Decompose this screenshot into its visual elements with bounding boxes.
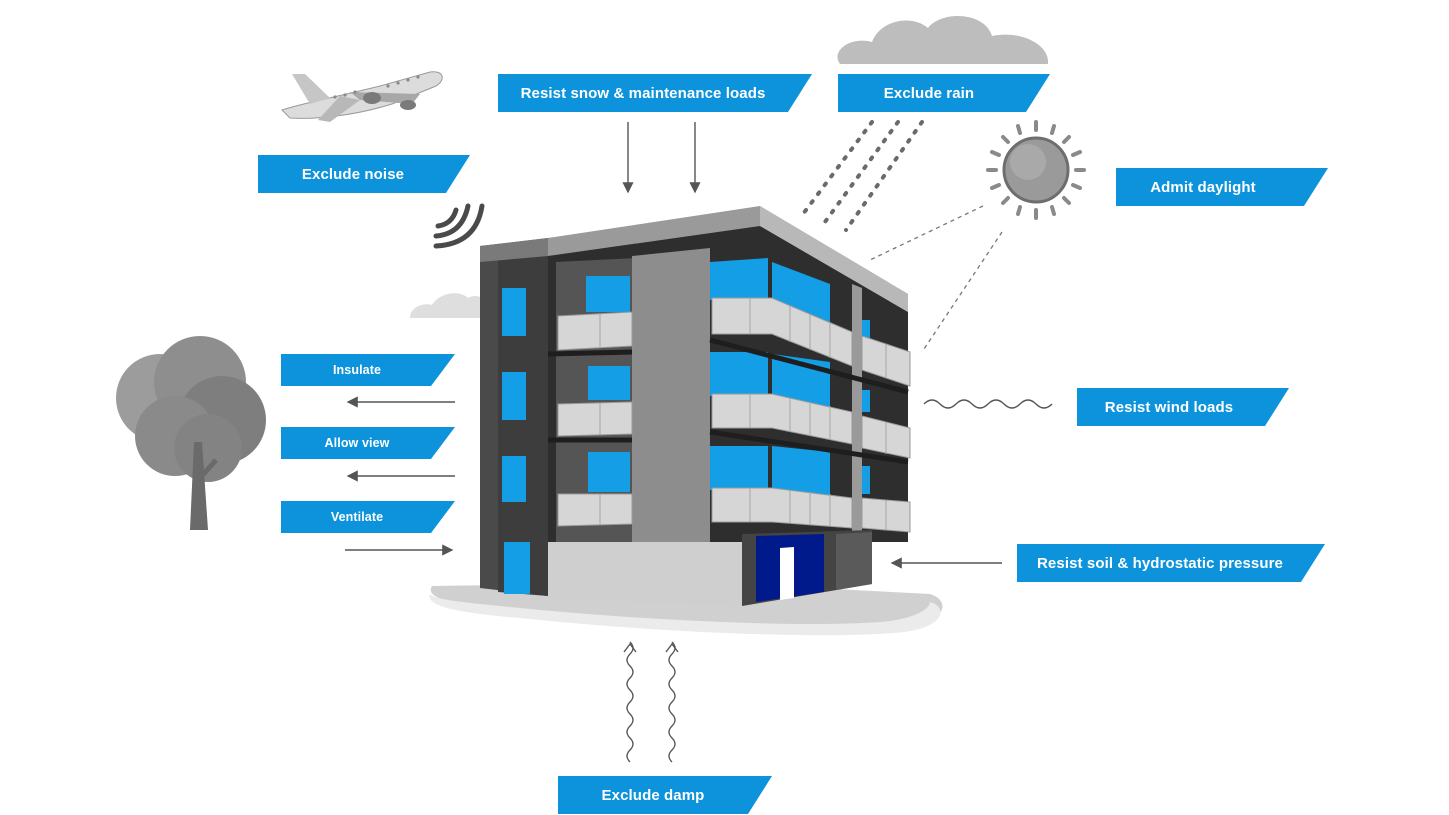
label-soil-pressure: Resist soil & hydrostatic pressure bbox=[1017, 544, 1325, 582]
wind-wave-icon bbox=[923, 399, 1053, 409]
label-insulate: Insulate bbox=[281, 354, 455, 386]
left-arrows bbox=[345, 396, 455, 556]
daylight-rays bbox=[869, 205, 1003, 353]
snow-load-arrows bbox=[622, 122, 701, 194]
label-snow-loads: Resist snow & maintenance loads bbox=[498, 74, 812, 112]
label-exclude-damp: Exclude damp bbox=[558, 776, 772, 814]
sun-icon bbox=[986, 120, 1086, 220]
tree-icon bbox=[116, 336, 266, 530]
building bbox=[480, 206, 911, 606]
damp-wave-icon bbox=[623, 641, 679, 763]
cloud-icon bbox=[410, 293, 491, 318]
airplane-icon bbox=[281, 71, 443, 122]
label-admit-daylight: Admit daylight bbox=[1116, 168, 1328, 206]
rain-drops-icon bbox=[798, 120, 924, 232]
cloud-icon bbox=[837, 16, 1049, 65]
label-allow-view: Allow view bbox=[281, 427, 455, 459]
label-exclude-noise: Exclude noise bbox=[258, 155, 470, 193]
sound-waves-icon bbox=[433, 203, 485, 249]
label-wind-loads: Resist wind loads bbox=[1077, 388, 1289, 426]
label-exclude-rain: Exclude rain bbox=[838, 74, 1050, 112]
label-ventilate: Ventilate bbox=[281, 501, 455, 533]
